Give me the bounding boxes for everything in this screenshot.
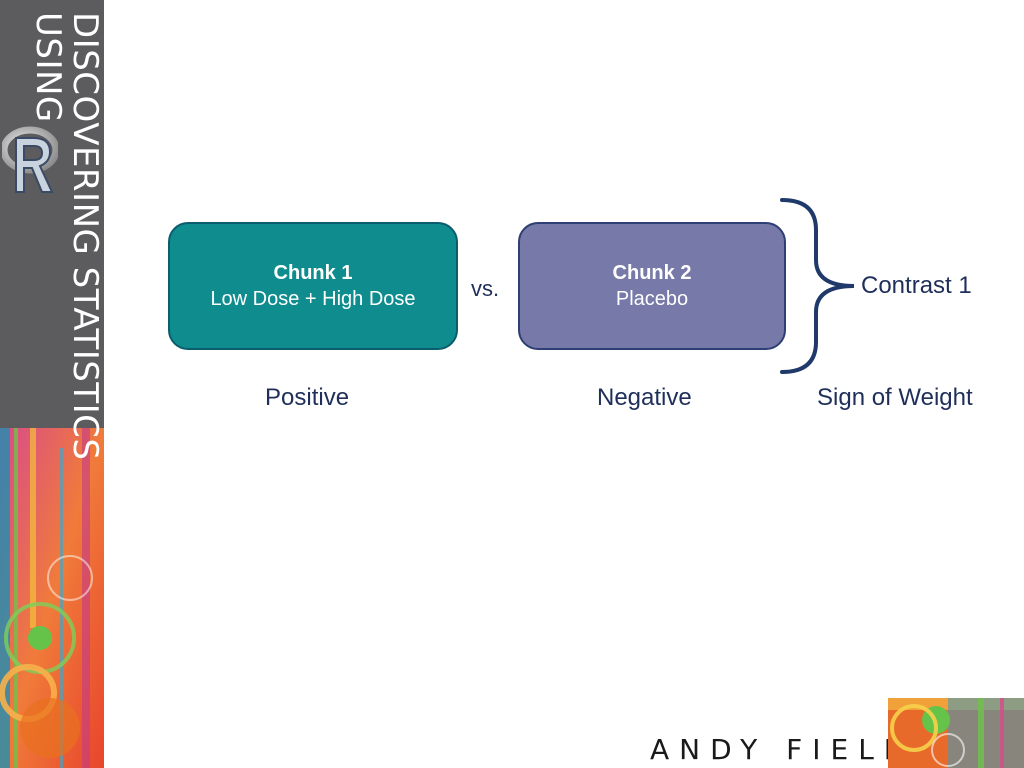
vs-label: vs.: [471, 276, 500, 301]
sidebar-title-panel: [0, 0, 104, 428]
r-logo-icon: [2, 126, 58, 193]
chunk2-subtitle: Placebo: [615, 288, 689, 310]
chunk1-title: Chunk 1: [273, 262, 353, 284]
negative-label: Negative: [597, 384, 692, 411]
chunk1-box: Chunk 1 Low Dose + High Dose: [168, 222, 458, 350]
chunk2-title: Chunk 2: [612, 262, 692, 284]
author-name: ANDY FIELD: [650, 733, 916, 766]
sidebar-title: DISCOVERING STATISTICS USING: [28, 12, 104, 461]
corner-decorative-art: [888, 698, 1024, 768]
contrast-label: Contrast 1: [861, 272, 972, 299]
chunk1-subtitle: Low Dose + High Dose: [210, 288, 416, 310]
sidebar-title-line2: USING: [28, 12, 68, 123]
sign-of-weight-label: Sign of Weight: [817, 384, 973, 411]
sidebar-title-line1: DISCOVERING STATISTICS: [65, 12, 104, 461]
positive-label: Positive: [265, 384, 350, 411]
sidebar-decorative-art: [0, 428, 104, 768]
chunk2-box: Chunk 2 Placebo: [518, 222, 786, 350]
sidebar-branding: DISCOVERING STATISTICS USING: [0, 0, 104, 768]
curly-brace-icon: [780, 198, 855, 374]
